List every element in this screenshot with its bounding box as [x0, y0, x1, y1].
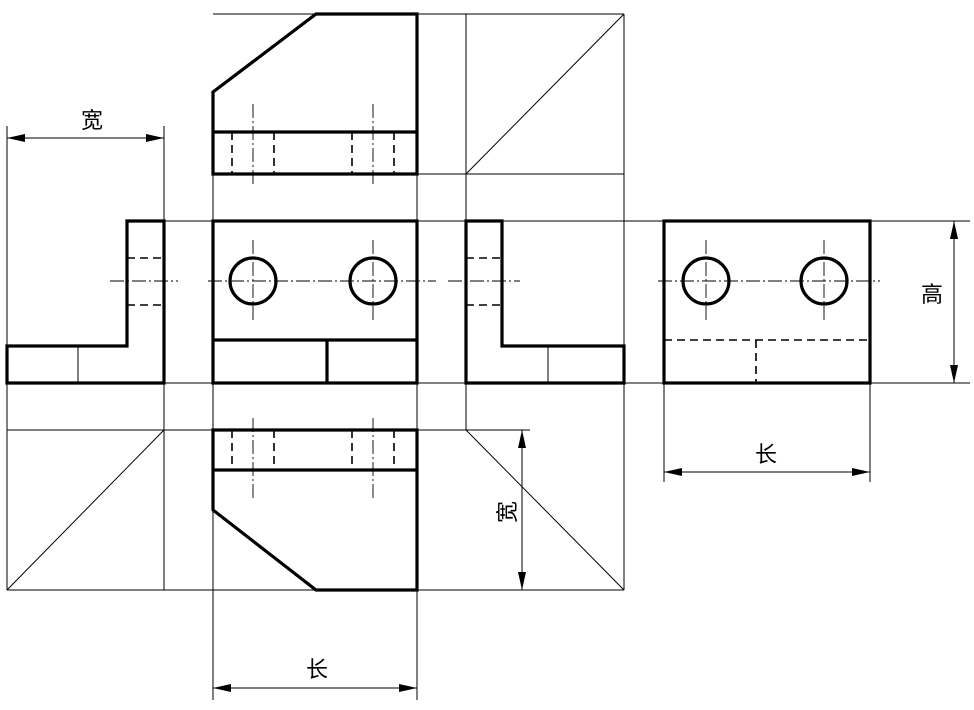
length-label-bottom: 长 [306, 658, 328, 683]
dimension-height-right: 高 [921, 221, 958, 383]
projection-construction-lines [6, 13, 970, 700]
bottom-view [211, 418, 419, 592]
length-label-right: 长 [755, 443, 777, 468]
dimension-length-right: 长 [664, 443, 870, 476]
dimension-width-top: 宽 [7, 109, 164, 142]
width-label-bottom: 宽 [496, 501, 521, 523]
top-view [211, 12, 419, 186]
front-view [208, 219, 436, 385]
dimension-length-bottom: 长 [213, 658, 417, 692]
width-label-top: 宽 [81, 109, 103, 134]
height-label-right: 高 [921, 283, 943, 308]
left-l-view [5, 219, 178, 385]
right-front-view [658, 219, 880, 385]
dimension-width-bottom: 宽 [496, 430, 526, 590]
right-l-view [448, 219, 626, 385]
